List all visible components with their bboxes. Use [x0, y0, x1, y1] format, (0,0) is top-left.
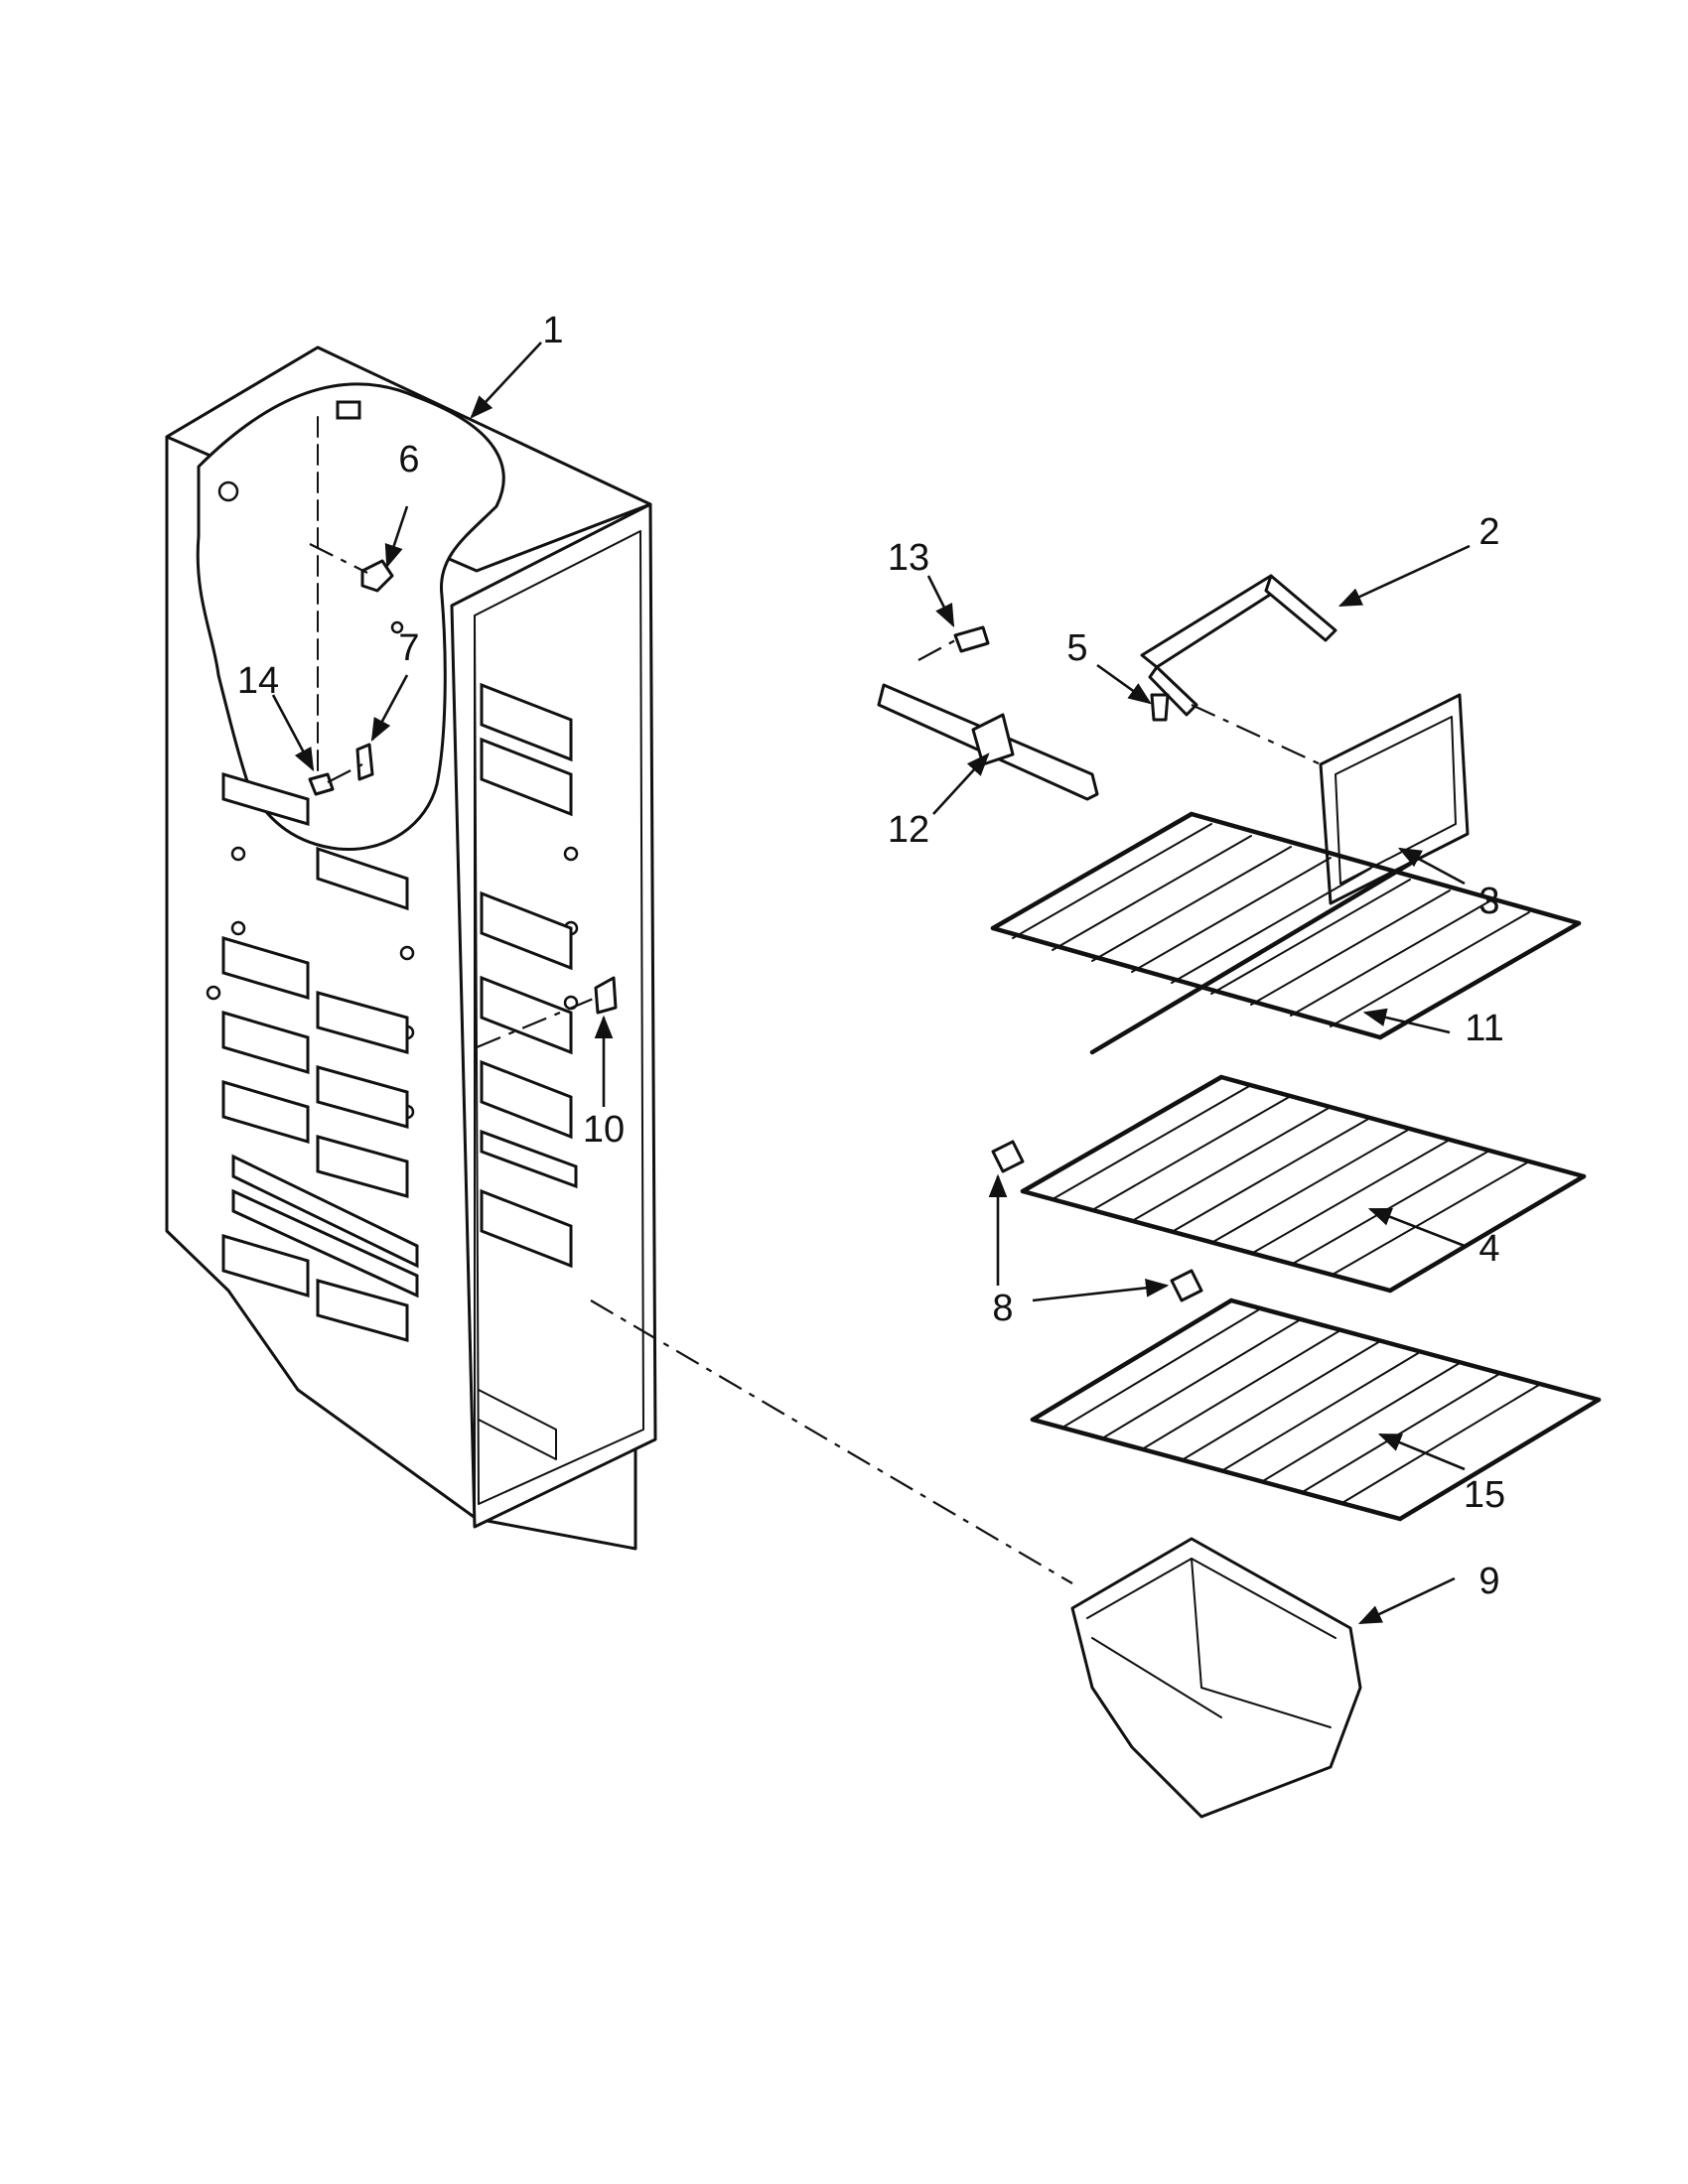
part-13-shape [953, 625, 990, 653]
part-8-shape-a [991, 1140, 1025, 1173]
part-2-leg [1148, 665, 1198, 717]
callout-6: 6 [398, 439, 419, 480]
part-14-shape [308, 772, 335, 796]
assembly-line-6 [309, 543, 368, 574]
leader-5 [1096, 663, 1152, 705]
leader-13 [926, 575, 955, 628]
leader-6 [384, 505, 409, 569]
assembly-line-9 [590, 1299, 1073, 1584]
callout-3: 3 [1478, 881, 1499, 922]
leader-2 [1337, 544, 1471, 608]
callout-15: 15 [1464, 1474, 1505, 1516]
part-12-tab [971, 713, 1015, 766]
part-8-shape-b [1170, 1269, 1203, 1302]
part-3-shape [1319, 693, 1470, 905]
leader-15 [1377, 1433, 1466, 1471]
leader-7 [370, 674, 409, 743]
leader-12 [932, 752, 990, 815]
callout-13: 13 [888, 537, 929, 579]
callout-5: 5 [1066, 627, 1087, 669]
shelf-11 [990, 811, 1582, 1055]
leader-14 [271, 694, 315, 772]
callout-1: 1 [542, 310, 563, 351]
shelf-15 [1030, 1297, 1602, 1522]
leader-9 [1357, 1576, 1456, 1625]
assembly-line-14 [327, 763, 363, 783]
leader-3 [1397, 847, 1466, 886]
callout-2: 2 [1478, 511, 1499, 553]
leader-1 [470, 341, 542, 419]
leader-8b [1032, 1279, 1170, 1302]
assembly-line-10 [476, 996, 597, 1049]
part-7-shape [355, 743, 374, 781]
assembly-line-3 [1191, 704, 1322, 765]
callout-12: 12 [888, 809, 929, 851]
part-5-shape [1150, 693, 1170, 722]
leader-4 [1367, 1207, 1466, 1248]
callout-7: 7 [398, 627, 419, 669]
freezer-liner [165, 345, 657, 1551]
callout-9: 9 [1478, 1561, 1499, 1602]
bin-9 [1070, 1537, 1362, 1819]
callout-11: 11 [1465, 1008, 1503, 1049]
callout-14: 14 [237, 660, 279, 702]
callout-8: 8 [992, 1288, 1013, 1329]
callout-4: 4 [1478, 1228, 1499, 1270]
part-2-shape [1140, 574, 1283, 669]
part-2-arm [1264, 574, 1337, 642]
callout-10: 10 [583, 1109, 625, 1151]
assembly-line-13 [917, 639, 956, 661]
leader-11 [1362, 1008, 1451, 1034]
part-6-shape [360, 559, 394, 593]
part-10-shape [594, 976, 618, 1015]
shelf-4 [1020, 1074, 1587, 1294]
